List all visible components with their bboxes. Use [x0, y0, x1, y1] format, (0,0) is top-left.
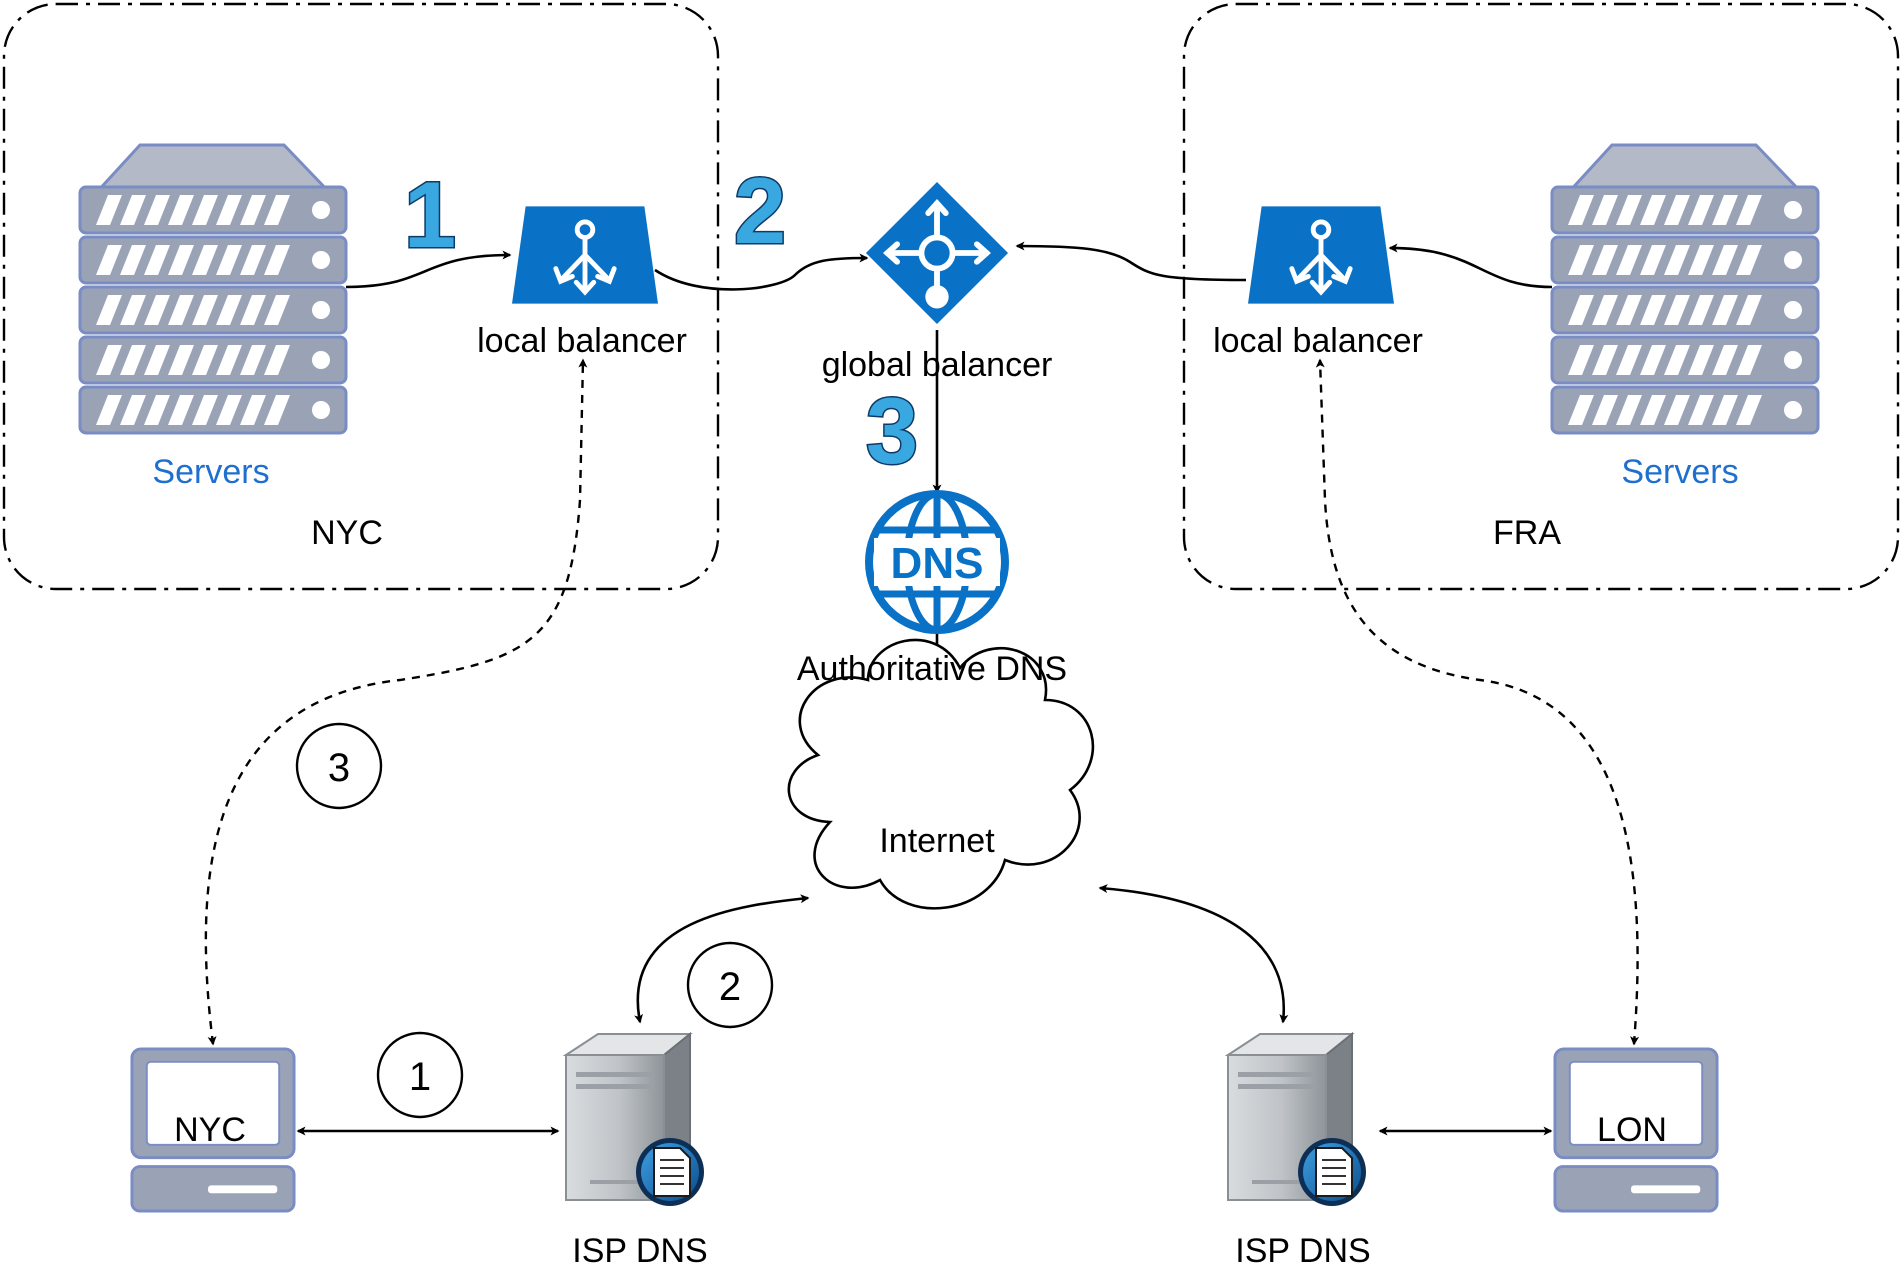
edge-client-nyc-to-local-balancer-nyc	[204, 358, 588, 1046]
step-circle-1	[376, 1031, 464, 1119]
client-nyc-label: NYC	[174, 1111, 246, 1149]
edge-local-balancer-nyc-to-global	[654, 253, 869, 291]
edge-servers-nyc-to-local-balancer	[345, 250, 512, 289]
step-big-1: 1	[404, 162, 456, 267]
step-circle-3	[295, 722, 383, 810]
step-big-3: 3	[866, 378, 918, 483]
local-balancer-fra-label: local balancer	[1213, 322, 1423, 360]
region-fra-label: FRA	[1493, 514, 1561, 552]
edge-local-balancer-fra-to-global	[1015, 241, 1247, 282]
traffic-manager-icon	[866, 182, 1008, 324]
region-nyc-label: NYC	[311, 514, 383, 552]
isp-dns-right-label: ISP DNS	[1235, 1232, 1370, 1269]
edge-servers-fra-to-local-balancer	[1388, 243, 1553, 289]
local-balancer-nyc-label: local balancer	[477, 322, 687, 360]
global-balancer-label: global balancer	[822, 346, 1053, 384]
server-rack-icon	[80, 145, 346, 433]
dns-globe-icon: DNS	[865, 490, 1009, 634]
servers-fra-label: Servers	[1621, 453, 1738, 491]
edge-client-lon-to-local-balancer-fra	[1315, 358, 1640, 1046]
edge-isp-dns-left-to-internet	[634, 894, 810, 1024]
step-circle-3-label: 3	[328, 746, 350, 790]
server-rack-icon	[1552, 145, 1818, 433]
step-circle-2-label: 2	[719, 965, 741, 1009]
client-lon-label: LON	[1597, 1111, 1667, 1149]
step-big-2: 2	[734, 158, 786, 263]
dns-server-icon	[1227, 1033, 1367, 1207]
edge-internet-to-isp-dns-right	[1098, 884, 1289, 1024]
servers-nyc-label: Servers	[152, 453, 269, 491]
step-circle-1-label: 1	[409, 1055, 431, 1099]
load-balancer-icon	[1248, 206, 1394, 303]
isp-dns-left-label: ISP DNS	[572, 1232, 707, 1269]
dns-server-icon	[565, 1033, 705, 1207]
cloud-icon	[787, 638, 1095, 910]
authoritative-dns-label: Authoritative DNS	[797, 650, 1067, 688]
step-circle-2	[686, 941, 774, 1029]
dns-badge-text: DNS	[891, 539, 984, 588]
internet-label: Internet	[879, 822, 995, 860]
load-balancer-icon	[512, 206, 658, 303]
